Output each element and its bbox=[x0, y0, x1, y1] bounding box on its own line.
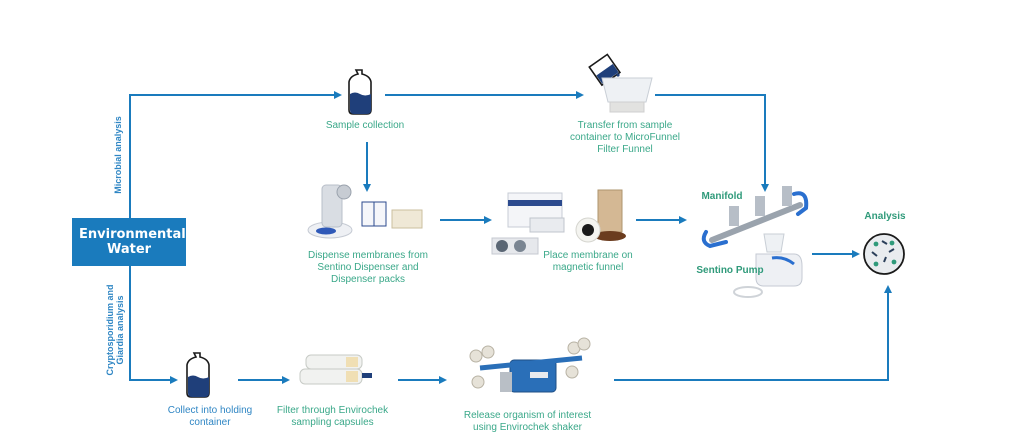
label-analysis: Analysis bbox=[864, 211, 906, 222]
label-sentino-pump: Sentino Pump bbox=[696, 265, 764, 276]
label-dispense: Dispense membranes from Sentino Dispense… bbox=[307, 250, 429, 285]
branch-label-crypto: Cryptosporidium and Giardia analysis bbox=[105, 284, 125, 376]
arrow-bottom-to-analysis bbox=[614, 285, 892, 381]
arrow-to-manifold bbox=[655, 94, 769, 192]
label-filter-envirochek: Filter through Envirochek sampling capsu… bbox=[276, 405, 389, 428]
label-manifold: Manifold bbox=[701, 191, 743, 202]
bottle-icon bbox=[348, 69, 372, 115]
petri-dish-icon bbox=[863, 233, 905, 275]
environmental-water-box: Environmental Water bbox=[72, 218, 186, 266]
label-transfer: Transfer from sample container to MicroF… bbox=[569, 120, 681, 155]
label-place-membrane: Place membrane on magnetic funnel bbox=[543, 250, 633, 273]
magnetic-funnel-icon bbox=[575, 189, 626, 243]
label-sample-collection: Sample collection bbox=[325, 120, 405, 131]
dispenser-icon bbox=[307, 184, 423, 239]
envirochek-capsule-icon bbox=[299, 354, 372, 385]
membrane-pack-icon bbox=[491, 192, 565, 255]
envirochek-shaker-icon bbox=[469, 337, 591, 393]
branch-label-microbial: Microbial analysis bbox=[113, 116, 123, 194]
sentino-pump-icon bbox=[733, 233, 803, 298]
label-release: Release organism of interest using Envir… bbox=[463, 410, 592, 433]
environmental-water-label: Environmental Water bbox=[79, 227, 186, 257]
label-collect-holding: Collect into holding container bbox=[167, 405, 253, 428]
arrow-to-sample-collection bbox=[129, 91, 342, 218]
arrow-to-holding bbox=[129, 266, 178, 384]
microfunnel-icon bbox=[601, 77, 653, 113]
manifold-icon bbox=[701, 186, 809, 249]
holding-bottle-icon bbox=[186, 352, 210, 398]
